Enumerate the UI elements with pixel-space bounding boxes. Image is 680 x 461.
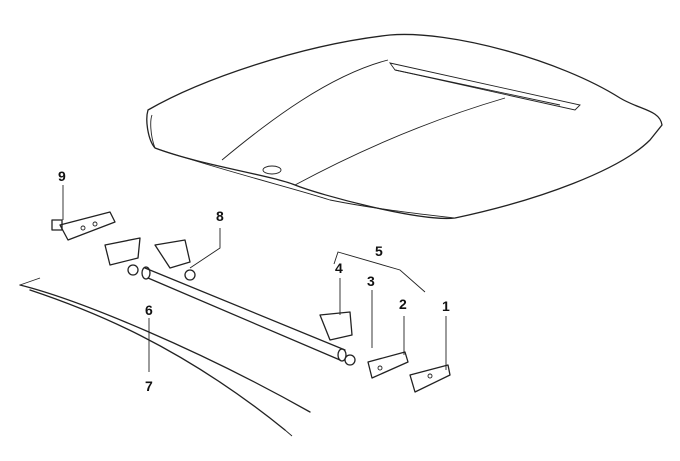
left-hinge-parts: [51, 211, 196, 281]
callout-8: 8: [216, 208, 224, 224]
callout-9: 9: [58, 168, 66, 184]
callout-6: 6: [145, 302, 153, 318]
release-cable: [19, 277, 311, 437]
callout-2: 2: [399, 296, 407, 312]
hinge-shaft: [141, 239, 353, 362]
leader-lines: [62, 185, 447, 372]
callout-1: 1: [442, 298, 450, 314]
callout-7: 7: [145, 378, 153, 394]
callout-4: 4: [335, 260, 343, 276]
callout-5: 5: [375, 243, 383, 259]
callout-3: 3: [367, 273, 375, 289]
hood-panel: [146, 33, 663, 220]
right-hinge-parts: [344, 351, 451, 393]
